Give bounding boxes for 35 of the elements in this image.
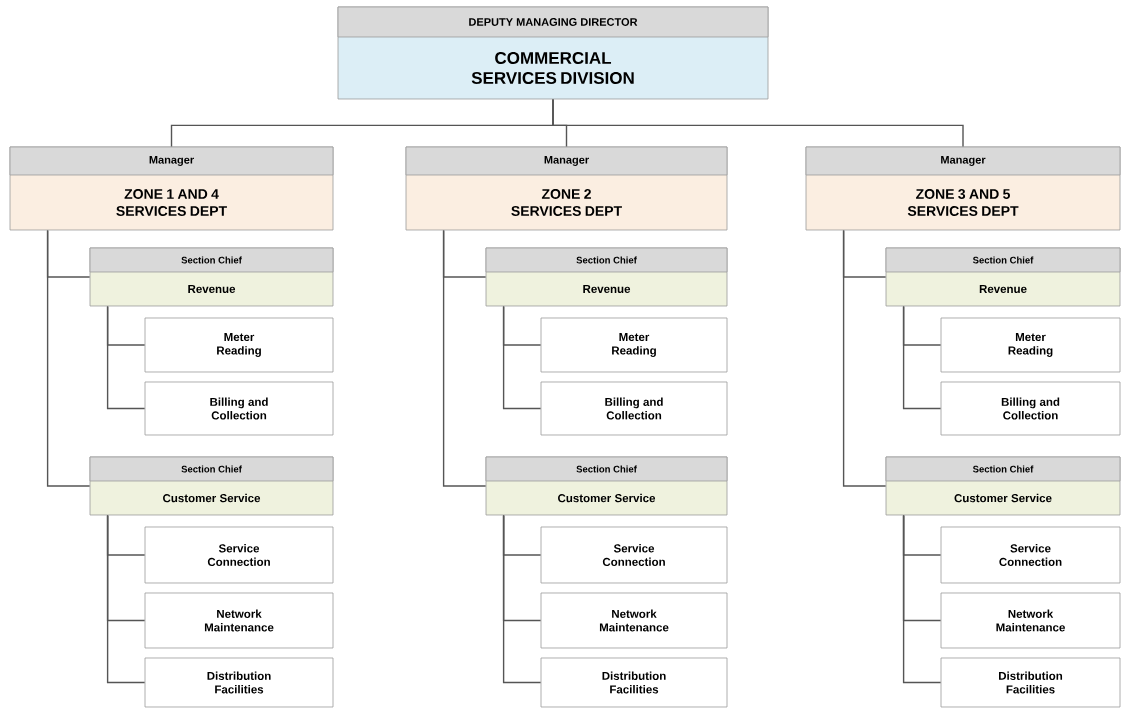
section-box: Section Chief Revenue [885,247,1121,307]
connector-line [902,514,942,684]
division-box: DEPUTY MANAGING DIRECTOR COMMERCIAL SERVICES DIVISION [337,6,769,100]
unit-box: Meter Reading [940,317,1121,373]
section-box: Section Chief Customer Service [885,456,1121,516]
unit-box: Distribution Facilities [540,657,728,708]
connector-line [106,514,146,684]
unit-box: Service Connection [144,526,334,584]
unit-box: Distribution Facilities [940,657,1121,708]
unit-box: Network Maintenance [540,592,728,649]
section-box: Section Chief Customer Service [485,456,728,516]
section-box: Section Chief Revenue [89,247,334,307]
connector-line [106,305,146,410]
section-box: Section Chief Revenue [485,247,728,307]
connector-line [552,98,964,148]
unit-box: Billing and Collection [540,381,728,436]
unit-box: Meter Reading [144,317,334,373]
unit-box: Billing and Collection [940,381,1121,436]
unit-box: Service Connection [540,526,728,584]
connector-line [502,514,542,684]
connector-line [502,305,542,410]
connector-line [46,229,91,487]
connector-line [442,229,487,487]
department-box: Manager ZONE 1 AND 4 SERVICES DEPT [9,146,334,231]
connector-line [842,229,887,487]
unit-box: Billing and Collection [144,381,334,436]
unit-box: Meter Reading [540,317,728,373]
department-box: Manager ZONE 3 AND 5 SERVICES DEPT [805,146,1121,231]
connector-line [902,305,942,410]
section-box: Section Chief Customer Service [89,456,334,516]
unit-box: Network Maintenance [940,592,1121,649]
unit-box: Network Maintenance [144,592,334,649]
unit-box: Service Connection [940,526,1121,584]
department-box: Manager ZONE 2 SERVICES DEPT [405,146,728,231]
unit-box: Distribution Facilities [144,657,334,708]
